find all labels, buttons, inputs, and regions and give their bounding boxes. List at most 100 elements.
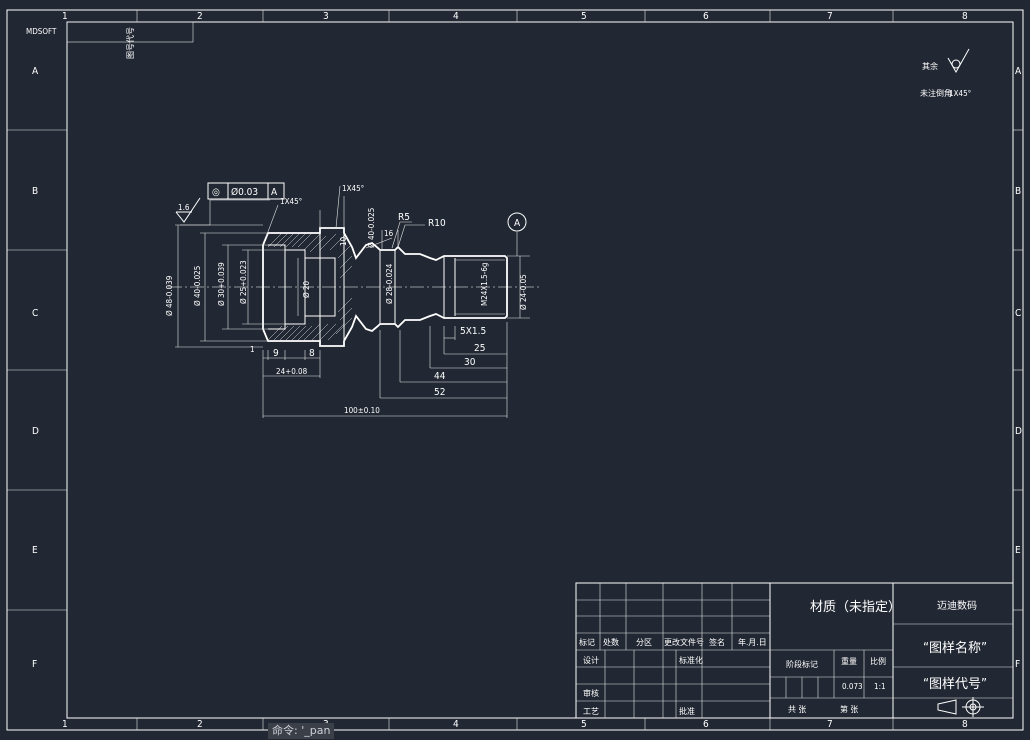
bore-step-2 xyxy=(285,249,336,325)
corner-code-box: 图号代号 xyxy=(66,21,194,59)
col-label-bottom-7: 7 xyxy=(827,719,833,730)
phi-48-label: Ø 48-0.039 xyxy=(164,275,174,316)
drawing-name: “图样名称” xyxy=(923,640,987,656)
row-labels: A B C D E F A B C D E F xyxy=(32,66,1022,670)
r10-label: R10 xyxy=(428,218,446,229)
phi-20-label: Ø 20 xyxy=(301,280,311,298)
rev-header-date: 年.月.日 xyxy=(738,637,767,647)
phi-30-label: Ø 30+0.039 xyxy=(216,262,226,306)
rev-header-zone: 分区 xyxy=(636,638,652,647)
width-10-label: 10 xyxy=(339,236,348,246)
svg-text:1.6: 1.6 xyxy=(178,203,190,212)
concentricity-symbol-icon: ◎ xyxy=(212,187,220,198)
rev-header-count: 处数 xyxy=(603,637,619,647)
scale-label: 比例 xyxy=(870,656,886,666)
phi-28-label: Ø 28-0.024 xyxy=(384,263,394,304)
material-label: 材质（未指定） xyxy=(810,600,901,615)
title-block: 标记 处数 分区 更改文件号 签名 年.月.日 设计 审核 工艺 标准化 批准 … xyxy=(575,582,1014,719)
command-line[interactable]: 命令: '_pan xyxy=(268,723,335,739)
phi-25-label: Ø 25+0.023 xyxy=(238,260,248,304)
general-notes: 其余 未注倒角 1X45° xyxy=(920,48,971,98)
rev-header-sign: 签名 xyxy=(709,637,725,647)
roughness-callout: 1.6 xyxy=(175,197,201,223)
row-label-left-c: C xyxy=(32,308,38,319)
role-review: 审核 xyxy=(583,688,599,698)
row-label-left-b: B xyxy=(32,186,38,197)
width-16-label: 16 xyxy=(384,229,394,238)
chamfer-note-label: 未注倒角 xyxy=(920,88,952,98)
column-zone-ticks xyxy=(136,10,894,730)
dim-44-label: 44 xyxy=(434,371,446,382)
thread-label: M24X1.5-6g xyxy=(480,263,489,306)
rev-header-doc: 更改文件号 xyxy=(664,637,704,647)
dim-8-label: 8 xyxy=(309,348,315,359)
datum-a-marker: A xyxy=(507,212,527,232)
tolerance-datum: A xyxy=(271,187,278,198)
row-label-left-d: D xyxy=(32,426,39,437)
outer-border xyxy=(6,9,1024,731)
projection-symbol-icon xyxy=(937,697,984,717)
weight-value: 0.073 xyxy=(842,682,863,691)
dimension-lines xyxy=(175,196,530,418)
tolerance-value: Ø0.03 xyxy=(231,186,258,198)
dim-24-label: 24+0.08 xyxy=(276,367,308,376)
sheet-number: 第 张 xyxy=(840,704,858,714)
col-label-top-2: 2 xyxy=(197,11,203,22)
company-name: 迈迪数码 xyxy=(937,599,977,612)
chamfer-left-label: 1X45° xyxy=(280,197,302,206)
phi-40-left-label: Ø 40-0.025 xyxy=(192,266,202,306)
dim-9-label: 9 xyxy=(273,348,279,359)
row-label-right-f: F xyxy=(1015,659,1020,670)
dim-30-label: 30 xyxy=(464,357,476,368)
chamfer-note-value: 1X45° xyxy=(949,89,971,98)
bore-step-1 xyxy=(268,244,286,330)
leaders xyxy=(180,185,518,256)
approve-label: 批准 xyxy=(679,706,695,716)
weight-label: 重量 xyxy=(841,656,857,666)
dim-25-label: 25 xyxy=(474,343,485,354)
corner-code-text: 图号代号 xyxy=(125,27,135,59)
shaft-section-view: ◎ Ø0.03 A A 1.6 1X45° 1X45° R5 R10 16 Ø … xyxy=(164,182,540,418)
col-label-top-5: 5 xyxy=(581,11,587,22)
dim-100-label: 100±0.10 xyxy=(344,406,380,415)
rev-header-mark: 标记 xyxy=(579,637,595,647)
r5-label: R5 xyxy=(398,212,410,223)
stage-mark-label: 阶段标记 xyxy=(786,659,818,669)
col-label-bottom-8: 8 xyxy=(962,719,968,730)
row-zone-ticks xyxy=(7,129,1023,611)
standardize-label: 标准化 xyxy=(679,655,703,665)
chamfer-top-label: 1X45° xyxy=(342,184,364,193)
mdsoft-logo: MDSOFT xyxy=(26,27,57,36)
tolerance-frame: ◎ Ø0.03 A xyxy=(207,182,285,200)
col-label-bottom-6: 6 xyxy=(703,719,709,730)
role-design: 设计 xyxy=(583,655,599,665)
groove-label: 5X1.5 xyxy=(460,326,486,337)
row-label-right-a: A xyxy=(1015,66,1022,77)
col-label-bottom-1: 1 xyxy=(62,719,68,730)
row-label-right-c: C xyxy=(1015,308,1021,319)
col-label-top-6: 6 xyxy=(703,11,709,22)
sheet-total: 共 张 xyxy=(788,705,806,714)
dim-1-label: 1 xyxy=(250,345,255,354)
row-label-right-b: B xyxy=(1015,186,1021,197)
col-label-bottom-5: 5 xyxy=(581,719,587,730)
row-label-left-a: A xyxy=(32,66,39,77)
col-label-bottom-2: 2 xyxy=(197,719,203,730)
column-labels: 1 2 3 4 5 6 7 8 1 2 3 4 5 6 7 8 xyxy=(62,11,968,730)
col-label-top-8: 8 xyxy=(962,11,968,22)
col-label-bottom-4: 4 xyxy=(453,719,459,730)
row-label-left-e: E xyxy=(32,545,38,556)
roughness-symbol-icon xyxy=(947,48,970,74)
row-label-right-d: D xyxy=(1015,426,1022,437)
roughness-note-label: 其余 xyxy=(922,61,938,71)
row-label-left-f: F xyxy=(32,659,37,670)
phi-24-label: Ø 24-0.05 xyxy=(518,274,528,310)
svg-text:A: A xyxy=(514,218,521,229)
scale-value: 1:1 xyxy=(874,682,886,691)
drawing-code: “图样代号” xyxy=(923,677,987,692)
row-label-right-e: E xyxy=(1015,545,1021,556)
col-label-top-1: 1 xyxy=(62,11,68,22)
col-label-top-3: 3 xyxy=(323,11,329,22)
dim-52-label: 52 xyxy=(434,387,445,398)
